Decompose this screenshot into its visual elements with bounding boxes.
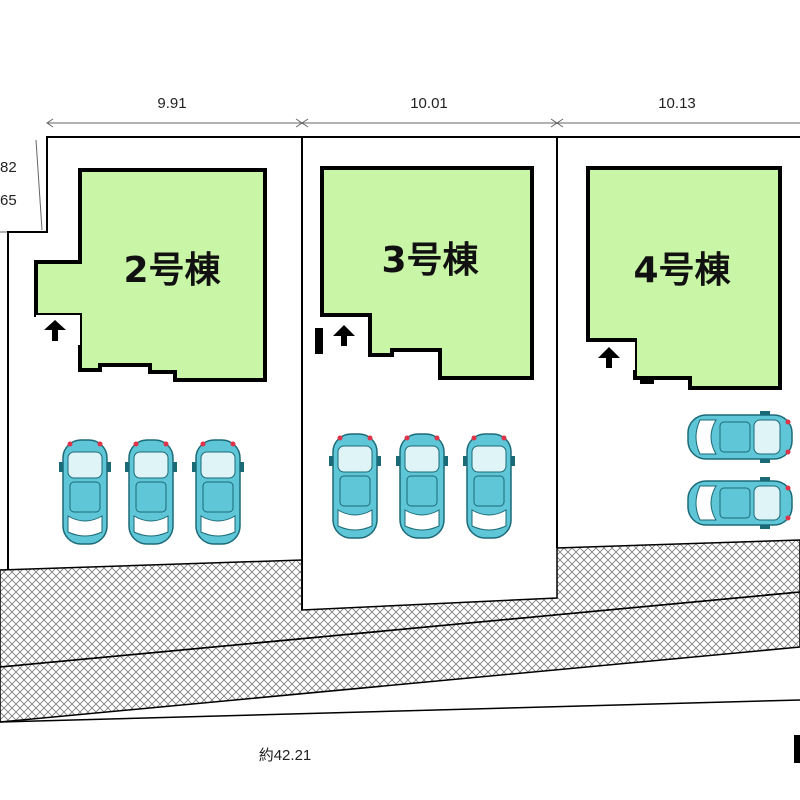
dimension-line-side [0,139,48,233]
building-2-label: 2号棟 [123,250,221,291]
building-2: 2号棟 [34,168,267,382]
parking-lot-4 [687,410,793,530]
car-icon [395,433,449,539]
car-icon [328,433,382,539]
up-arrow-icon [598,347,620,368]
building-3-label: 3号棟 [381,240,479,281]
parking-lot-2 [58,439,245,545]
building-4: 4号棟 [586,166,782,390]
car-icon [687,476,793,530]
total-frontage-label: 約42.21 [259,747,312,764]
road-area [0,539,800,723]
lot2-width-label: 9.91 [157,95,186,112]
up-arrow-icon [44,320,66,341]
car-icon [58,439,112,545]
lot4-width-label: 10.13 [658,95,696,112]
parking-lot-3 [328,433,516,539]
lot-boundaries [7,136,800,610]
side-upper-label: 82 [0,159,17,176]
side-lower-label: 65 [0,192,17,209]
lot3-width-label: 10.01 [410,95,448,112]
up-arrow-icon [333,325,355,346]
car-icon [462,433,516,539]
car-icon [191,439,245,545]
car-icon [687,410,793,464]
building-4-label: 4号棟 [633,250,731,291]
building-3: 3号棟 [315,166,534,380]
dimension-line-top [46,118,800,128]
car-icon [124,439,178,545]
boundary-marker [794,735,800,763]
